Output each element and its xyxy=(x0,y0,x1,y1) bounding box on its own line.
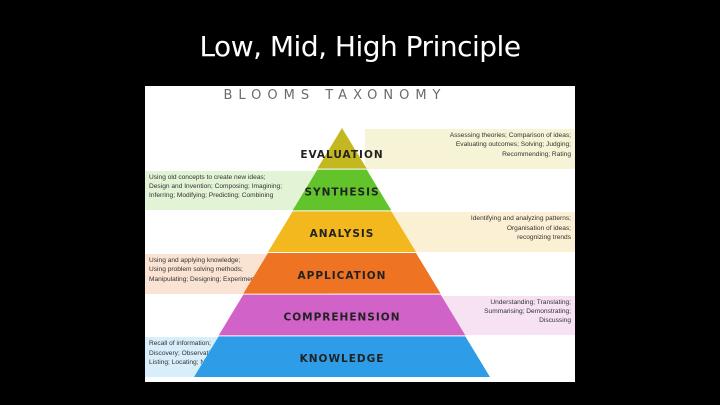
description-line: Using and applying knowledge; xyxy=(149,257,241,264)
blooms-taxonomy-diagram: BLOOMS TAXONOMY Assessing theories; Comp… xyxy=(145,86,575,382)
tier-comprehension xyxy=(218,294,466,336)
description-line: Recall of information; xyxy=(149,340,211,348)
pyramid: EVALUATION SYNTHESIS ANALYSIS APPLICATION CO… xyxy=(194,128,490,377)
description-line: Assessing theories; Comparison of ideas; xyxy=(449,132,571,139)
tier-label-evaluation: EVALUATION xyxy=(300,149,383,161)
description-line: Using old concepts to create new ideas; xyxy=(149,173,266,181)
tier-label-knowledge: KNOWLEDGE xyxy=(300,353,385,365)
description-line: Evaluating outcomes; Solving; Judging; xyxy=(455,141,571,149)
description-line: Discovery; Observation; xyxy=(149,349,219,357)
description-line: Using problem solving methods; xyxy=(149,266,243,274)
slide-title: Low, Mid, High Principle xyxy=(199,30,521,63)
tier-label-analysis: ANALYSIS xyxy=(310,228,375,240)
description-line: Summarising; Demonstrating; xyxy=(484,308,571,316)
description-line: recognizing trends xyxy=(517,234,571,242)
tier-synthesis xyxy=(292,169,392,211)
description-line: Inferring; Modifying; Predicting; Combin… xyxy=(149,192,274,200)
tier-label-application: APPLICATION xyxy=(298,270,387,282)
tier-analysis xyxy=(268,211,416,252)
description-line: Organisation of ideas; xyxy=(506,224,571,232)
description-line: Identifying and analyzing patterns; xyxy=(470,215,571,223)
description-line: Manipulating; Designing; Experimenting xyxy=(149,275,266,283)
description-line: Listing; Locating; Naming xyxy=(149,359,224,367)
diagram-title: BLOOMS TAXONOMY xyxy=(223,88,447,103)
band-evaluation: Assessing theories; Comparison of ideas;… xyxy=(365,129,575,169)
description-line: Recommending; Rating xyxy=(502,150,571,158)
description-line: Design and Invention; Composing; Imagini… xyxy=(149,183,283,191)
description-line: Discussing xyxy=(539,317,571,325)
tier-label-synthesis: SYNTHESIS xyxy=(304,187,379,199)
tier-knowledge xyxy=(194,336,490,377)
tier-evaluation xyxy=(317,128,367,169)
tier-label-comprehension: COMPREHENSION xyxy=(284,312,401,324)
tier-application xyxy=(243,253,441,294)
description-line: Understanding; Translating; xyxy=(490,298,571,306)
